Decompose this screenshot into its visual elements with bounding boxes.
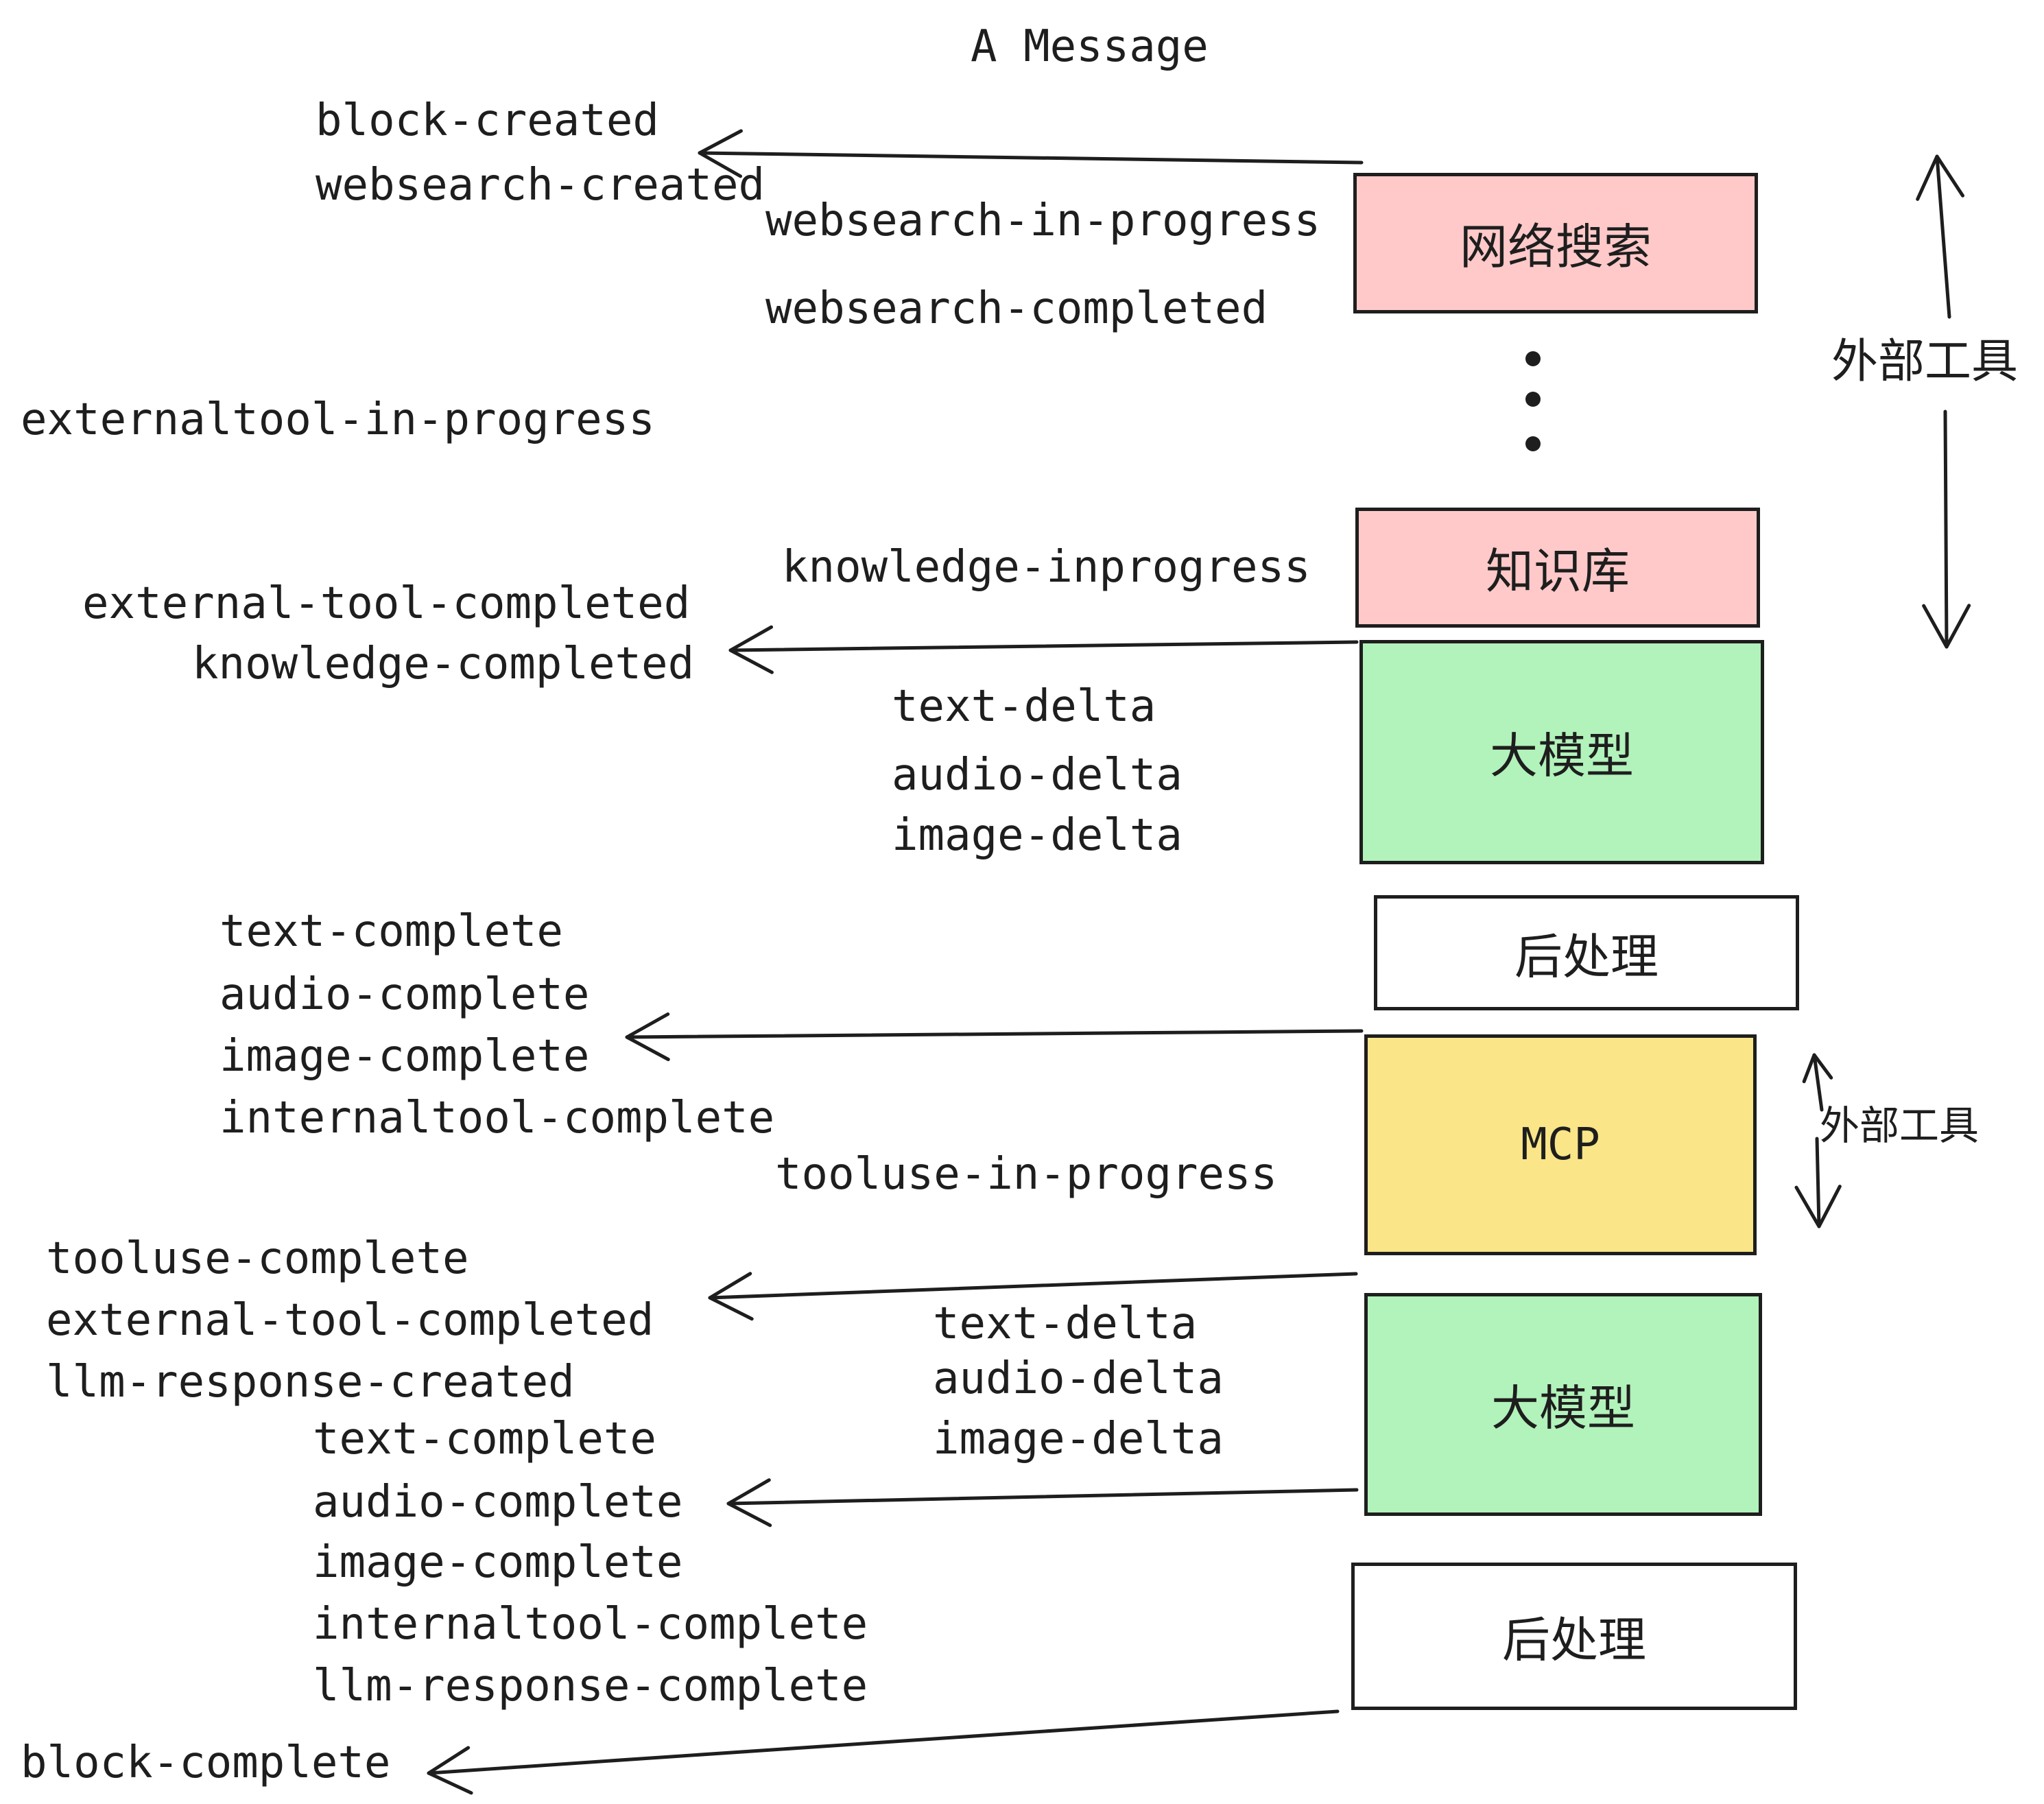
event-text-delta-1: text-delta — [892, 681, 1156, 732]
arrow-to-block-complete-head — [427, 1746, 473, 1795]
external-tools-up-arrow-1-head — [1916, 154, 1965, 201]
external-tools-down-arrow-2 — [1794, 1137, 1842, 1229]
event-websearch-created: websearch-created — [316, 160, 765, 211]
diagram-title: A Message — [971, 21, 1209, 72]
postprocess-box-2-label: 后处理 — [1502, 1612, 1646, 1668]
event-image-complete-2: image-complete — [313, 1537, 683, 1588]
ellipsis-dot — [1525, 392, 1541, 407]
event-external-tool-completed-2: external-tool-completed — [46, 1295, 654, 1346]
event-text-delta-2: text-delta — [933, 1298, 1198, 1349]
external-tools-label-1: 外部工具 — [1831, 335, 2019, 389]
arrow-to-knowledge-completed — [728, 625, 1359, 674]
event-tooluse-complete: tooluse-complete — [46, 1233, 469, 1284]
arrow-to-knowledge-completed-head — [728, 625, 774, 674]
arrow-to-image-complete-head — [625, 1012, 670, 1061]
event-knowledge-completed: knowledge-completed — [192, 639, 695, 689]
event-websearch-in-progress: websearch-in-progress — [765, 195, 1321, 246]
external-tools-up-arrow-1 — [1916, 154, 1965, 319]
event-externaltool-in-progress: externaltool-in-progress — [21, 394, 655, 445]
event-llm-response-complete: llm-response-complete — [313, 1661, 868, 1711]
event-image-delta-1: image-delta — [892, 810, 1183, 861]
arrow-to-audio-complete — [726, 1478, 1359, 1528]
llm-box-1: 大模型 — [1359, 640, 1764, 864]
event-llm-response-created: llm-response-created — [46, 1357, 575, 1408]
event-image-delta-2: image-delta — [933, 1414, 1224, 1464]
knowledge-box: 知识库 — [1355, 508, 1760, 628]
ellipsis-dot — [1525, 351, 1541, 366]
event-image-complete-1: image-complete — [219, 1031, 590, 1082]
event-audio-delta-2: audio-delta — [933, 1353, 1224, 1404]
external-tools-label-2: 外部工具 — [1820, 1102, 1980, 1149]
event-internaltool-complete-1: internaltool-complete — [219, 1093, 775, 1143]
event-audio-complete-2: audio-complete — [313, 1477, 683, 1528]
arrow-to-block-complete — [427, 1709, 1340, 1795]
arrow-to-block-created — [698, 129, 1364, 178]
llm-box-2-label: 大模型 — [1491, 1380, 1635, 1436]
llm-box-2: 大模型 — [1364, 1293, 1762, 1516]
event-audio-delta-1: audio-delta — [892, 750, 1183, 800]
event-block-complete: block-complete — [21, 1737, 391, 1788]
event-tooluse-in-progress: tooluse-in-progress — [775, 1149, 1278, 1200]
event-text-complete-1: text-complete — [219, 906, 563, 957]
event-knowledge-inprogress: knowledge-inprogress — [782, 542, 1311, 593]
event-audio-complete-1: audio-complete — [219, 969, 590, 1020]
knowledge-box-label: 知识库 — [1486, 543, 1630, 600]
websearch-box: 网络搜索 — [1353, 173, 1758, 313]
event-websearch-completed: websearch-completed — [765, 283, 1268, 334]
external-tools-down-arrow-1 — [1922, 410, 1971, 649]
arrow-to-audio-complete-head — [726, 1478, 772, 1528]
arrow-to-tooluse-complete-head — [708, 1272, 754, 1321]
postprocess-box-2: 后处理 — [1351, 1563, 1797, 1710]
ellipsis-dot — [1525, 436, 1541, 451]
event-block-created: block-created — [316, 95, 659, 146]
postprocess-box-1: 后处理 — [1374, 895, 1799, 1010]
websearch-box-label: 网络搜索 — [1460, 219, 1652, 275]
external-tools-up-arrow-2 — [1802, 1053, 1833, 1112]
external-tools-down-arrow-1-head — [1922, 604, 1971, 649]
arrow-to-image-complete — [625, 1012, 1364, 1061]
external-tools-up-arrow-2-head — [1802, 1053, 1833, 1084]
postprocess-box-1-label: 后处理 — [1514, 928, 1659, 985]
event-internaltool-complete-2: internaltool-complete — [313, 1599, 868, 1650]
mcp-box-label: MCP — [1521, 1119, 1600, 1170]
external-tools-down-arrow-2-head — [1794, 1185, 1842, 1229]
event-text-complete-2: text-complete — [313, 1414, 656, 1464]
mcp-box: MCP — [1364, 1034, 1757, 1255]
llm-box-1-label: 大模型 — [1490, 728, 1634, 784]
event-external-tool-completed-1: external-tool-completed — [82, 578, 691, 629]
